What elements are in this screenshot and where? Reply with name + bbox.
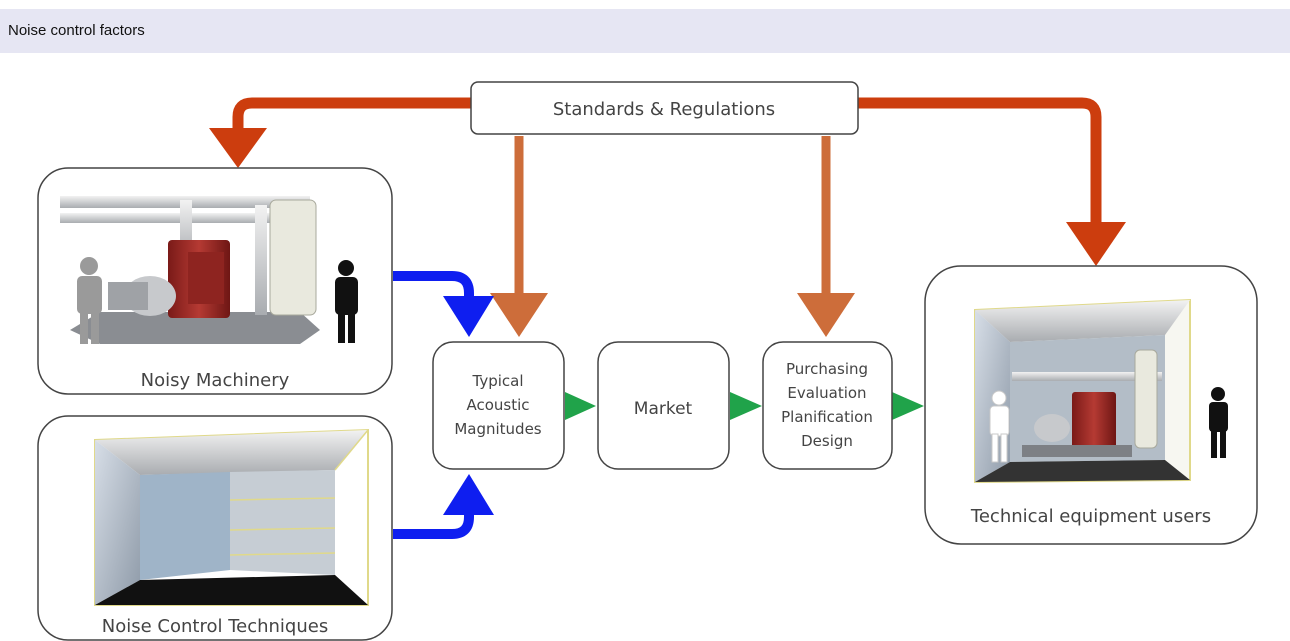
page-title: Noise control factors bbox=[8, 22, 145, 39]
industrial-machine-with-people-icon bbox=[60, 196, 358, 344]
input-arrow-techniques bbox=[393, 474, 494, 539]
techniques-label: Noise Control Techniques bbox=[102, 616, 328, 637]
purchasing-label-1: Purchasing bbox=[786, 360, 868, 378]
standards-box bbox=[470, 81, 859, 135]
purchasing-label-2: Evaluation bbox=[787, 384, 866, 402]
enclosed-machine-with-people-icon bbox=[974, 298, 1228, 484]
magnitudes-label-1: Typical bbox=[472, 372, 524, 390]
regulation-arrow-to-machinery bbox=[209, 97, 472, 168]
influence-arrow-to-purchasing bbox=[797, 136, 855, 337]
title-bar: Noise control factors bbox=[0, 9, 1290, 53]
users-label: Technical equipment users bbox=[970, 506, 1211, 527]
flow-arrow-3 bbox=[892, 392, 924, 420]
magnitudes-label-2: Acoustic bbox=[466, 396, 529, 414]
market-label: Market bbox=[634, 399, 693, 419]
regulation-arrow-to-users bbox=[858, 97, 1126, 266]
magnitudes-label-3: Magnitudes bbox=[454, 420, 541, 438]
machinery-label: Noisy Machinery bbox=[141, 370, 290, 391]
magnitudes-box bbox=[432, 341, 565, 470]
flow-arrow-1 bbox=[565, 392, 596, 420]
market-box bbox=[597, 341, 730, 470]
flow-arrow-2 bbox=[730, 392, 762, 420]
acoustic-enclosure-room-icon bbox=[94, 428, 369, 606]
input-arrow-machinery bbox=[393, 271, 494, 337]
purchasing-box bbox=[762, 341, 893, 470]
purchasing-label-3: Planification bbox=[781, 408, 873, 426]
purchasing-label-4: Design bbox=[801, 432, 853, 450]
influence-arrow-to-magnitudes bbox=[490, 136, 548, 337]
standards-label: Standards & Regulations bbox=[553, 99, 775, 120]
